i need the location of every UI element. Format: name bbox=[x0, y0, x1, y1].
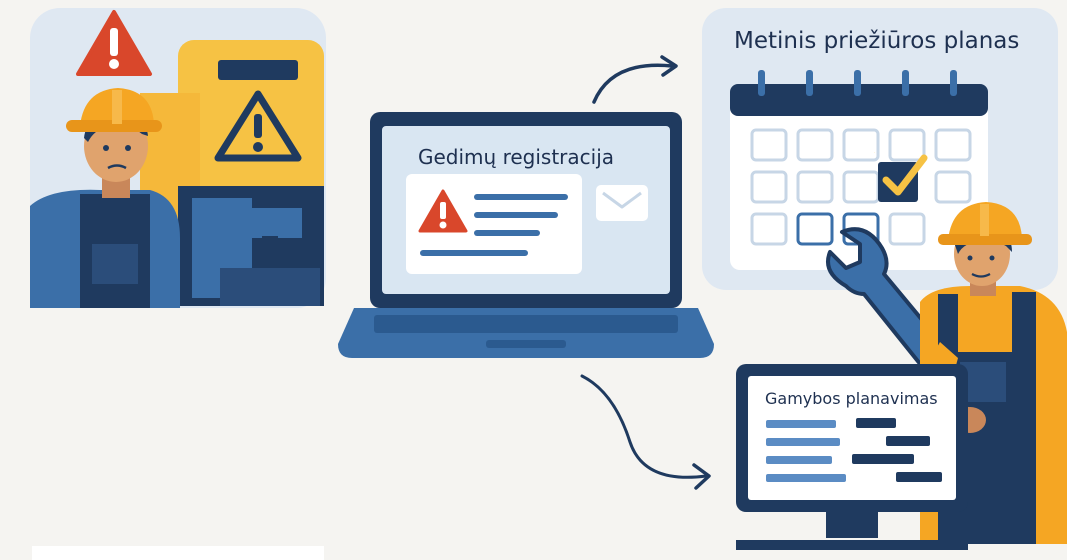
laptop bbox=[336, 112, 716, 364]
factory-scene bbox=[30, 8, 326, 308]
laptop-warning-icon bbox=[417, 188, 469, 234]
monitor-title: Gamybos planavimas bbox=[765, 389, 938, 408]
arrow-to-calendar-icon bbox=[586, 50, 686, 106]
arrow-to-monitor-icon bbox=[574, 372, 724, 496]
checkbox-check-icon bbox=[874, 152, 932, 208]
floor-strip bbox=[32, 546, 324, 560]
envelope-icon bbox=[595, 184, 649, 222]
calendar-title: Metinis priežiūros planas bbox=[734, 28, 1020, 54]
laptop-title: Gedimų registracija bbox=[418, 145, 615, 169]
machine-warning-icon bbox=[212, 88, 304, 164]
warning-icon bbox=[74, 8, 154, 78]
monitor bbox=[736, 364, 968, 550]
